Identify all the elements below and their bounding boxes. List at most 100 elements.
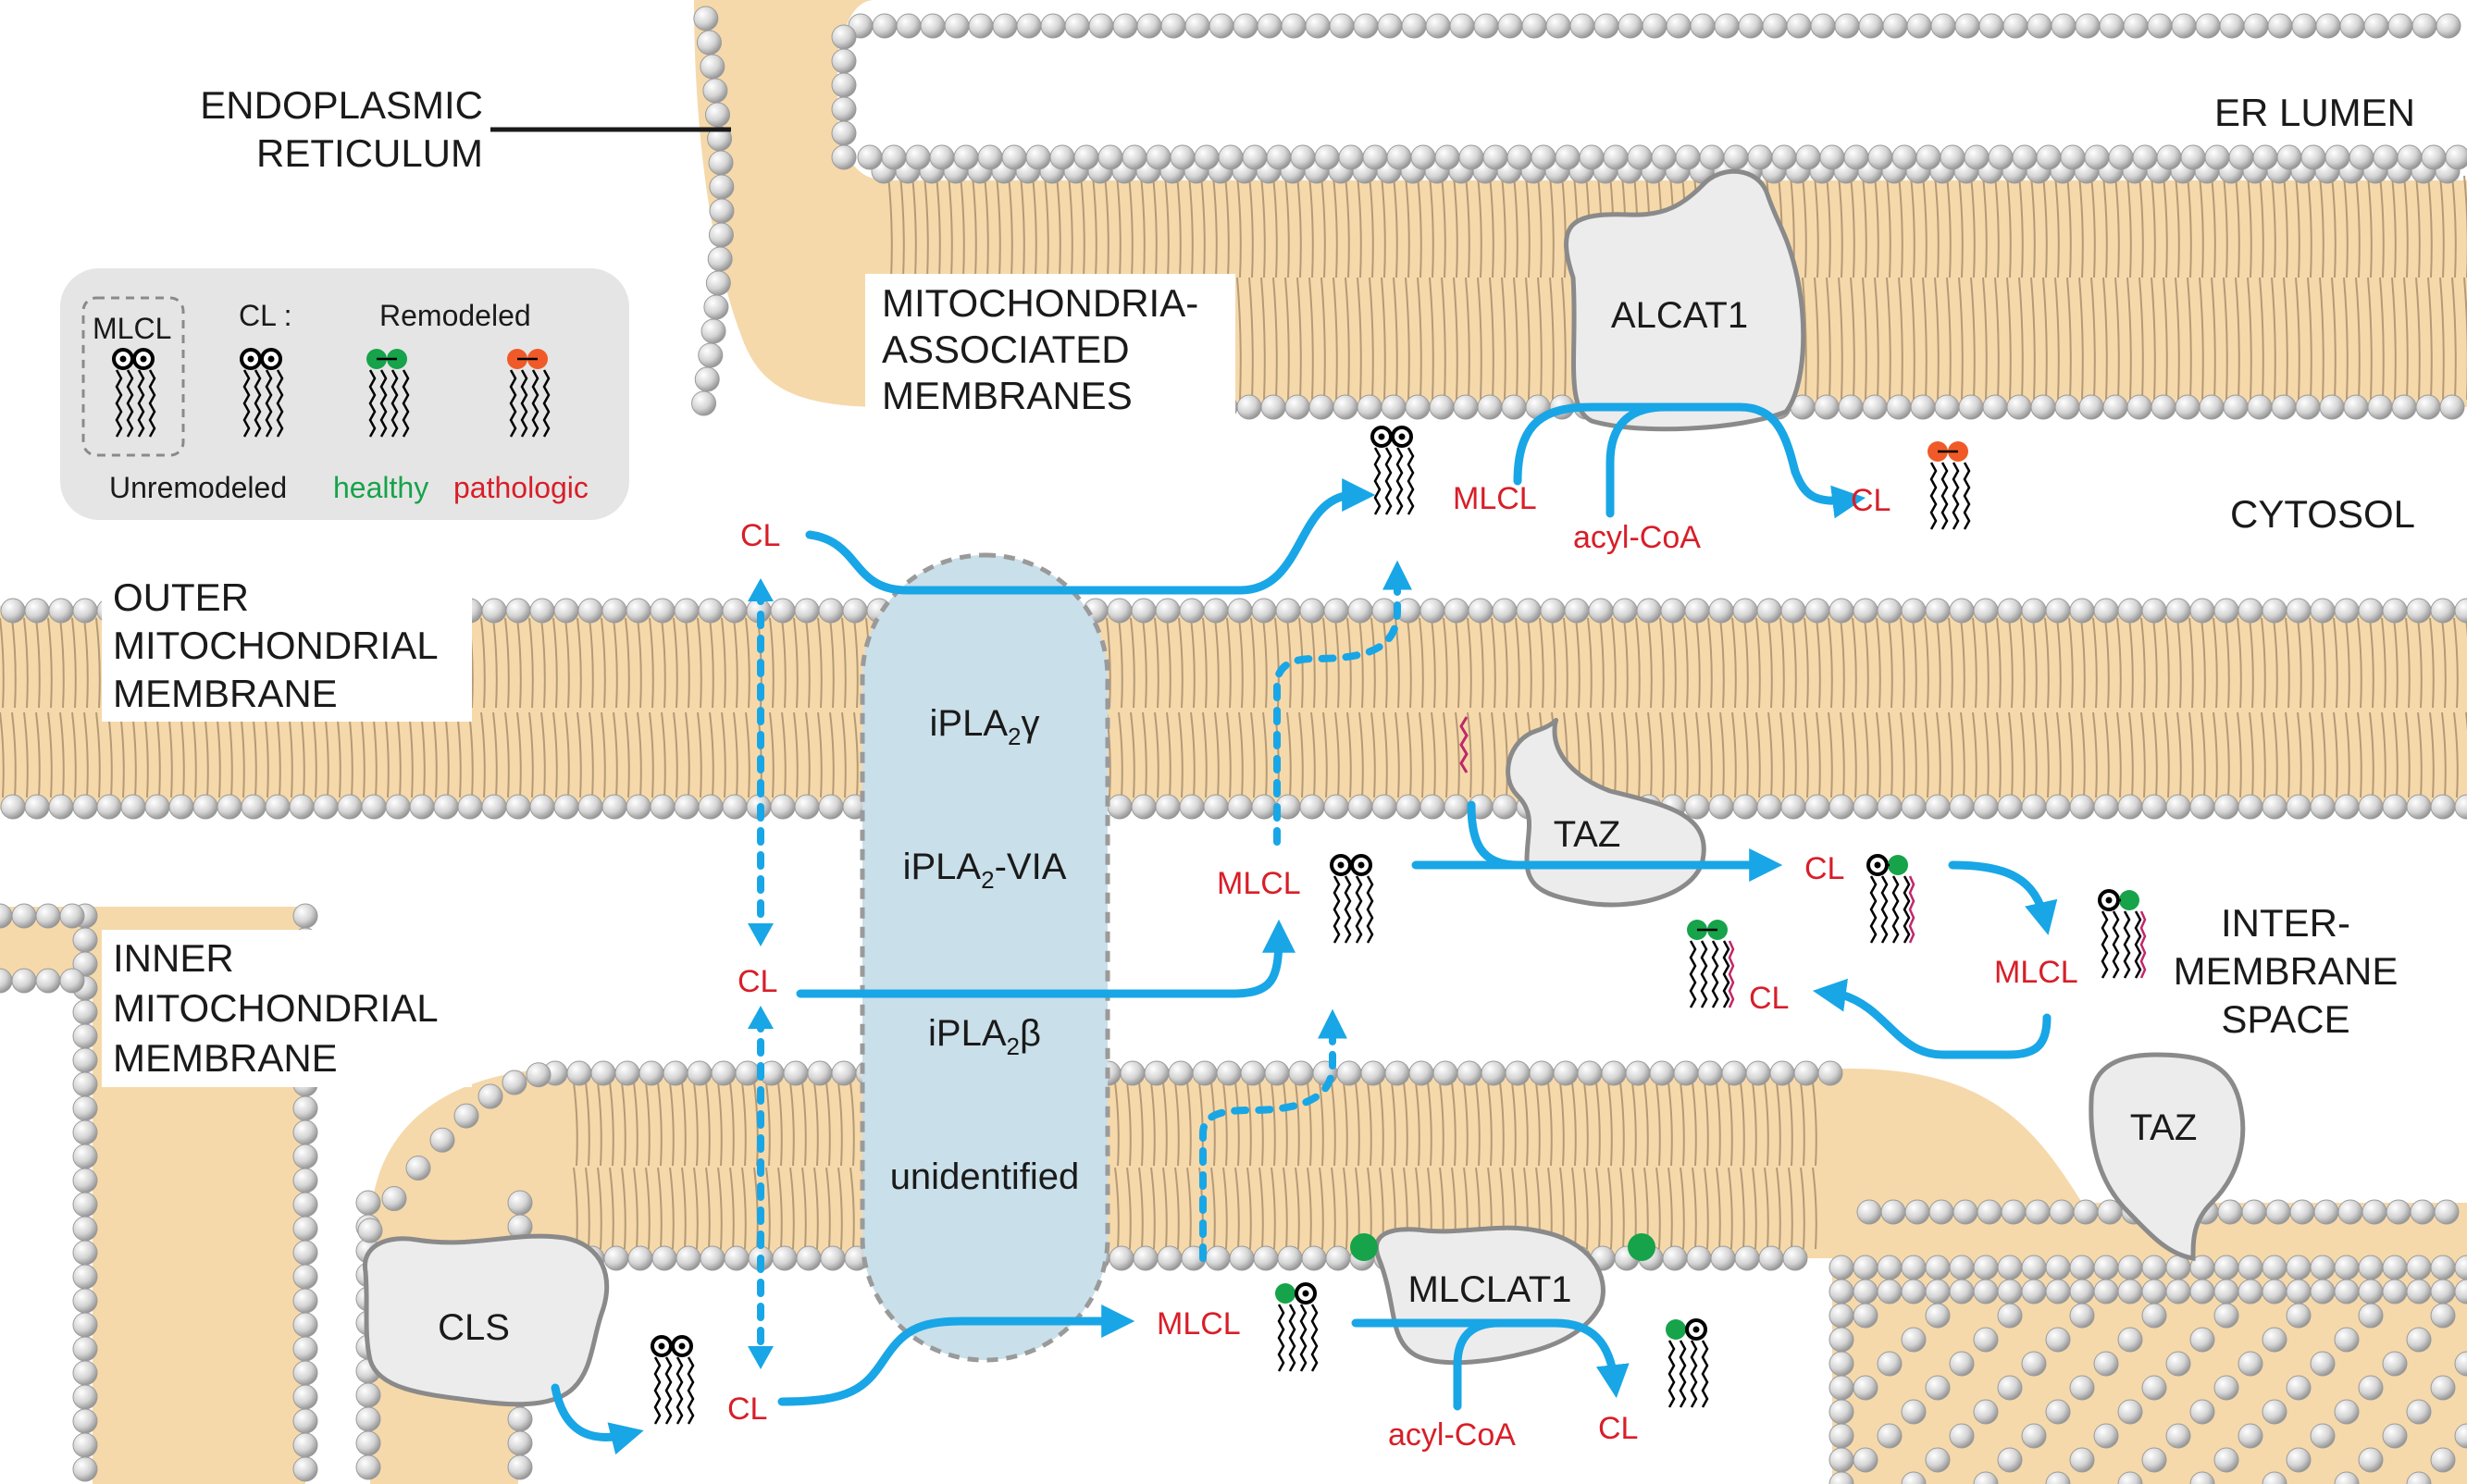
lipid-tail-line — [733, 711, 738, 798]
lipid-tail-line — [1994, 277, 2000, 401]
lipid-head-bead — [2319, 394, 2345, 420]
lipid-head-bead — [1240, 1060, 1266, 1086]
lipid-tail-line — [1381, 175, 1386, 278]
lipid-tail-line — [2213, 617, 2218, 709]
lipid-head-bead — [2165, 1423, 2191, 1449]
lipid-tail-line — [1286, 617, 1292, 709]
lipid-head-bead — [703, 294, 729, 320]
lipid-head-bead — [2069, 1447, 2095, 1473]
lipid-tail-line — [2188, 711, 2194, 798]
lipid-tail-line — [2403, 175, 2409, 278]
lipid-head-bead — [1434, 144, 1460, 170]
lipid-tail-line — [2006, 175, 2012, 278]
lipid-tail-line — [0, 711, 5, 798]
lipid-head-bead — [1973, 1279, 1999, 1305]
arrow-mlclat1-mlcl-to-cl — [1351, 1318, 1630, 1399]
lipid-tail-line — [2116, 711, 2122, 798]
lipid-head-bead — [1877, 1423, 1903, 1449]
arrow-taz-acyl-donor — [1467, 800, 1522, 870]
lipid-head-bead — [1954, 13, 1980, 39]
lipid-head-bead — [72, 1312, 98, 1338]
lipid-tail-line — [1607, 1167, 1613, 1250]
lipid-head-bead — [1891, 144, 1917, 170]
lipid-tail-line — [1812, 1082, 1817, 1167]
lipid-tail-line — [1719, 617, 1725, 709]
lipid-head-bead — [1336, 1060, 1362, 1086]
lipid-head-bead — [700, 54, 725, 80]
lipid-tail-line — [1467, 617, 1472, 709]
lipid-head-bead — [2223, 394, 2249, 420]
lipid-tail-line — [1864, 617, 1869, 709]
lipid-head-bead — [292, 1095, 318, 1121]
lipid-tail-line — [1922, 175, 1928, 278]
lipid-head-bead — [1853, 1375, 1878, 1401]
lipid-head-bead — [505, 794, 531, 820]
lipid-head-bead — [2021, 1423, 2047, 1449]
lipid-head-bead — [1853, 1279, 1878, 1305]
lipid-head-bead — [1251, 794, 1277, 820]
lipid-tail-line — [1743, 711, 1749, 798]
lipid-tail-line — [1346, 711, 1352, 798]
lipid-head-bead — [48, 794, 74, 820]
lipid-tail-line — [729, 1082, 735, 1167]
er-label-line1: ENDOPLASMIC — [200, 83, 483, 127]
lipid-head-bead — [507, 1454, 533, 1480]
lipid-tail-line — [1343, 1082, 1348, 1167]
lipid-tail-line — [645, 1167, 651, 1250]
lipid-head-bead — [1930, 13, 1956, 39]
lipid-tail-line — [1222, 1082, 1228, 1167]
lipid-head-bead — [1877, 598, 1903, 624]
ipla2-via-sub: 2 — [981, 866, 994, 894]
lipid-tail-line — [1982, 277, 1988, 401]
lipid-head-bead — [72, 1336, 98, 1362]
lipid-head-bead — [292, 1360, 318, 1386]
cl-label-bottom: CL — [727, 1391, 767, 1427]
lipid-tail-line — [2018, 175, 2024, 278]
lipid-head-bead — [2286, 1375, 2312, 1401]
lipid-tail-line — [1852, 711, 1857, 798]
lipid-head-bead — [1964, 144, 1990, 170]
lipid-head-bead — [2262, 1471, 2287, 1484]
lipid-head-bead — [700, 318, 726, 344]
lipid-head-bead — [1747, 144, 1773, 170]
lipid-head-bead — [1347, 598, 1373, 624]
lipid-head-bead — [1625, 1060, 1651, 1086]
mlcl-imm-icon — [1275, 1283, 1317, 1371]
lipid-tail-line — [1262, 711, 1268, 798]
lipid-head-bead — [796, 1245, 822, 1271]
lipid-tail-line — [1898, 277, 1903, 401]
lipid-head-bead — [355, 1430, 381, 1456]
lipid-tail-line — [1415, 1082, 1420, 1167]
lipid-head-bead — [772, 1245, 798, 1271]
mlcl-label-cytosol: MLCL — [1453, 481, 1537, 516]
lipid-head-bead — [59, 968, 85, 994]
lipid-head-bead — [696, 30, 722, 56]
lipid-head-bead — [1553, 1060, 1579, 1086]
lipid-head-bead — [1977, 1199, 2002, 1225]
lipid-tail-line — [1619, 1082, 1625, 1167]
lipid-tail-line — [1248, 277, 1254, 401]
lipid-head-bead — [2310, 1279, 2336, 1305]
lipid-tail-line — [996, 175, 1001, 278]
lipid-tail-line — [899, 175, 905, 278]
acyl-coa-label-alcat1: acyl-CoA — [1573, 520, 1701, 555]
cl-label-omm-top: CL — [740, 518, 780, 553]
lipid-tail-line — [2321, 711, 2326, 798]
ipla2-gamma-sym: γ — [1021, 703, 1039, 744]
lipid-head-bead — [1732, 794, 1758, 820]
lipid-tail-line — [2078, 175, 2084, 278]
lipid-tail-line — [1876, 617, 1881, 709]
lipid-tail-line — [2391, 175, 2397, 278]
lipid-tail-line — [1800, 1167, 1805, 1250]
lipid-tail-line — [2128, 617, 2134, 709]
lipid-tail-line — [1667, 1082, 1673, 1167]
lipid-head-bead — [896, 13, 922, 39]
lipid-head-bead — [708, 222, 734, 248]
lipid-tail-line — [2237, 617, 2242, 709]
lipid-tail-line — [825, 1167, 831, 1250]
lipid-tail-line — [1296, 175, 1302, 278]
lipid-head-bead — [72, 1216, 98, 1242]
lipid-head-bead — [477, 1083, 503, 1109]
lipid-tail-line — [1238, 617, 1244, 709]
lipid-head-bead — [529, 598, 555, 624]
